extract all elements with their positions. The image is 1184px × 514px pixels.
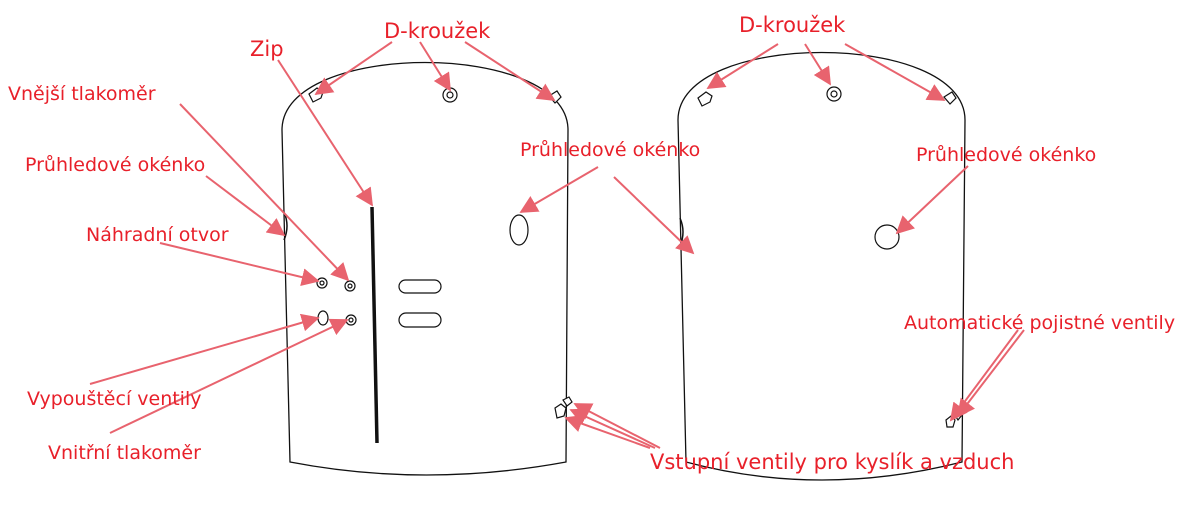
label-zip: Zip	[250, 37, 284, 61]
d-ring-left-top-right	[697, 91, 713, 107]
label-external-gauge: Vnější tlakoměr	[8, 83, 156, 105]
label-d-ring-right: D-kroužek	[739, 13, 846, 37]
label-auto-safety-valves: Automatické pojistné ventily	[904, 312, 1175, 334]
label-d-ring-left: D-kroužek	[384, 19, 491, 43]
d-ring-center-top-right	[826, 86, 842, 102]
d-ring-right-top-right	[943, 91, 957, 105]
inlet-valves-fitting	[554, 396, 573, 419]
left-chamber-outline	[281, 61, 569, 476]
left-chamber	[281, 61, 573, 476]
right-chamber-outline	[677, 51, 966, 481]
internal-gauge-fitting	[345, 314, 357, 326]
label-spare-port: Náhradní otvor	[86, 224, 229, 246]
labels: D-kroužek D-kroužek Zip Vnější tlakoměr …	[8, 13, 1175, 474]
leader-arrows	[89, 41, 1025, 449]
slot-upper	[398, 279, 442, 294]
spare-port-fitting	[316, 277, 328, 289]
drain-valve-fitting	[317, 310, 329, 326]
right-chamber	[677, 51, 966, 481]
external-gauge-fitting	[344, 280, 356, 292]
d-ring-center-top	[442, 87, 458, 103]
label-oxygen-air-inlet: Vstupní ventily pro kyslík a vzduch	[650, 450, 1014, 474]
window-front-right	[874, 224, 900, 250]
label-internal-gauge: Vnitřní tlakoměr	[48, 442, 201, 464]
label-window-front-left: Průhledové okénko	[520, 139, 700, 161]
zip-line	[370, 206, 379, 444]
label-drain-valves: Vypouštěcí ventily	[27, 388, 202, 410]
slot-lower	[398, 312, 442, 328]
label-window-side-left: Průhledové okénko	[25, 154, 205, 176]
label-window-right: Průhledové okénko	[916, 144, 1096, 166]
window-front-left	[509, 214, 529, 246]
